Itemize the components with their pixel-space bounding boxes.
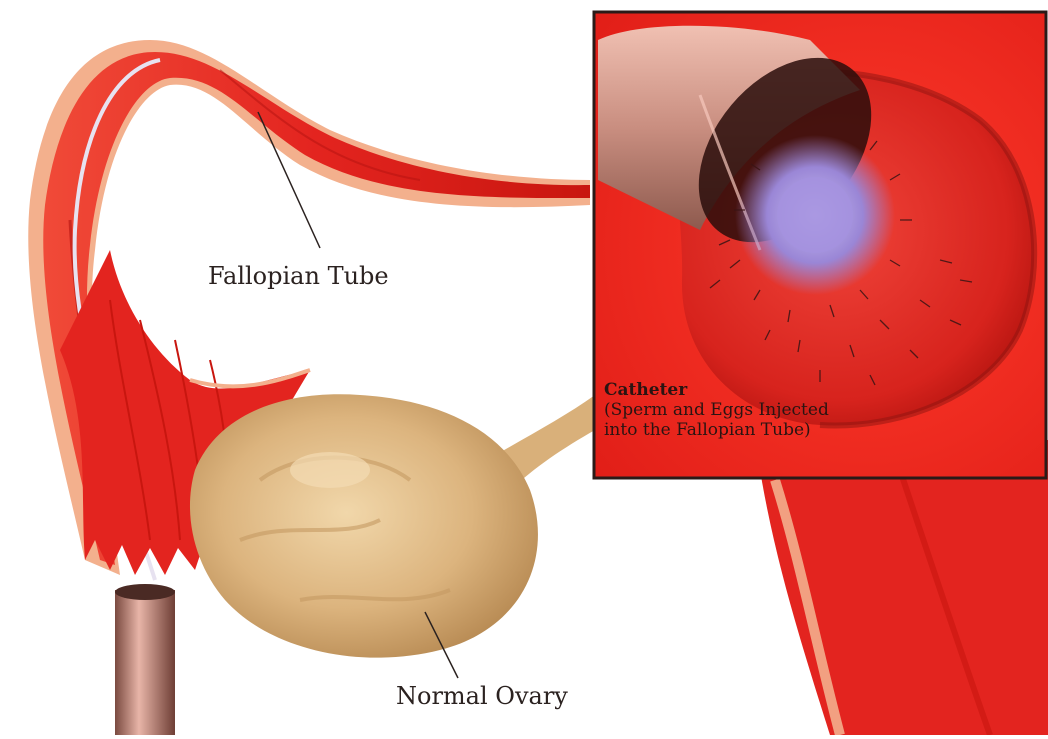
catheter: [115, 590, 175, 735]
normal-ovary-label: Normal Ovary: [396, 682, 568, 710]
catheter-label: Catheter: [604, 380, 829, 400]
inset-caption-line-2: into the Fallopian Tube): [604, 420, 829, 440]
inset-caption: Catheter (Sperm and Eggs Injected into t…: [604, 380, 829, 440]
inset-caption-line-1: (Sperm and Eggs Injected: [604, 400, 829, 420]
fallopian-tube-label: Fallopian Tube: [208, 262, 389, 290]
